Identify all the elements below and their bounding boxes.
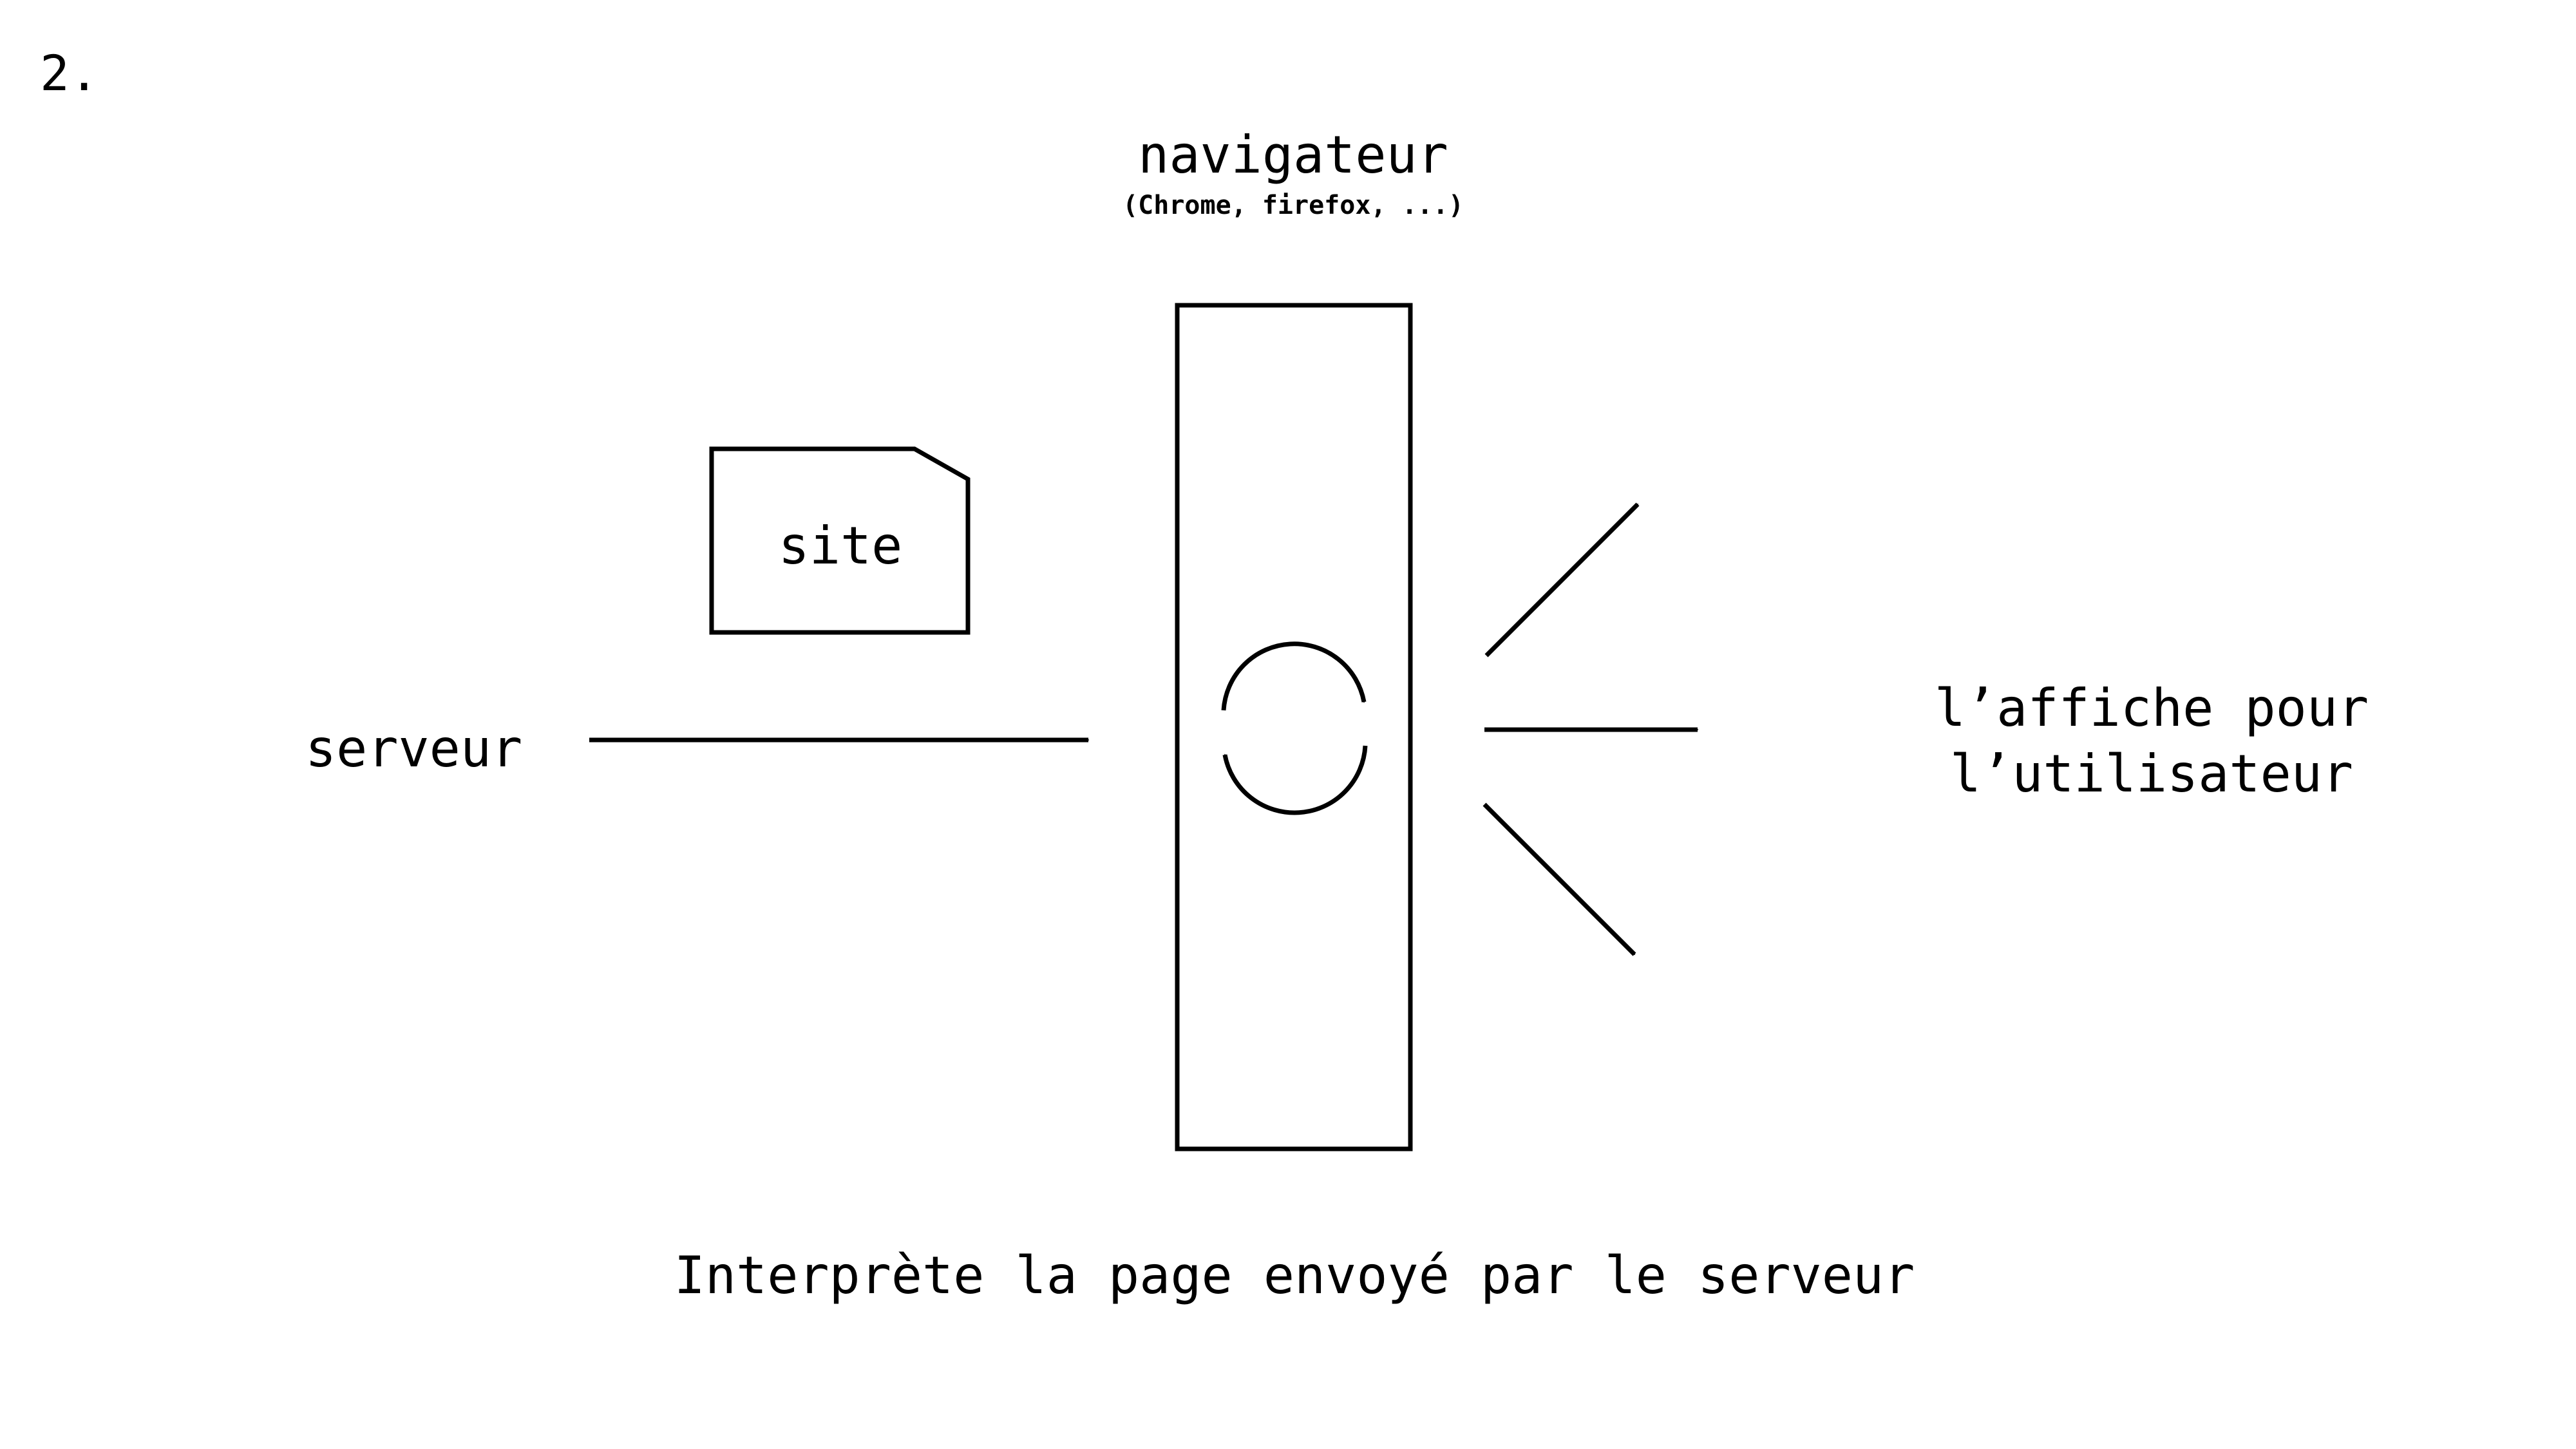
document-icon (709, 446, 971, 635)
browser-box (1175, 303, 1413, 1151)
refresh-icon (1221, 641, 1368, 815)
output-line-2: l’utilisateur (1950, 744, 2353, 804)
site-document: site (709, 446, 971, 635)
output-arrow-down (1482, 802, 1636, 956)
output-line-1: l’affiche pour (1935, 678, 2369, 738)
server-label: serveur (305, 719, 522, 779)
caption: Interprète la page envoyé par le serveur (674, 1245, 1915, 1305)
step-number: 2. (40, 44, 99, 102)
site-label: site (779, 516, 903, 576)
output-arrow-up (1484, 502, 1640, 658)
browser-title: navigateur (1138, 125, 1448, 185)
browser-subtitle: (Chrome, firefox, ...) (1122, 191, 1464, 220)
